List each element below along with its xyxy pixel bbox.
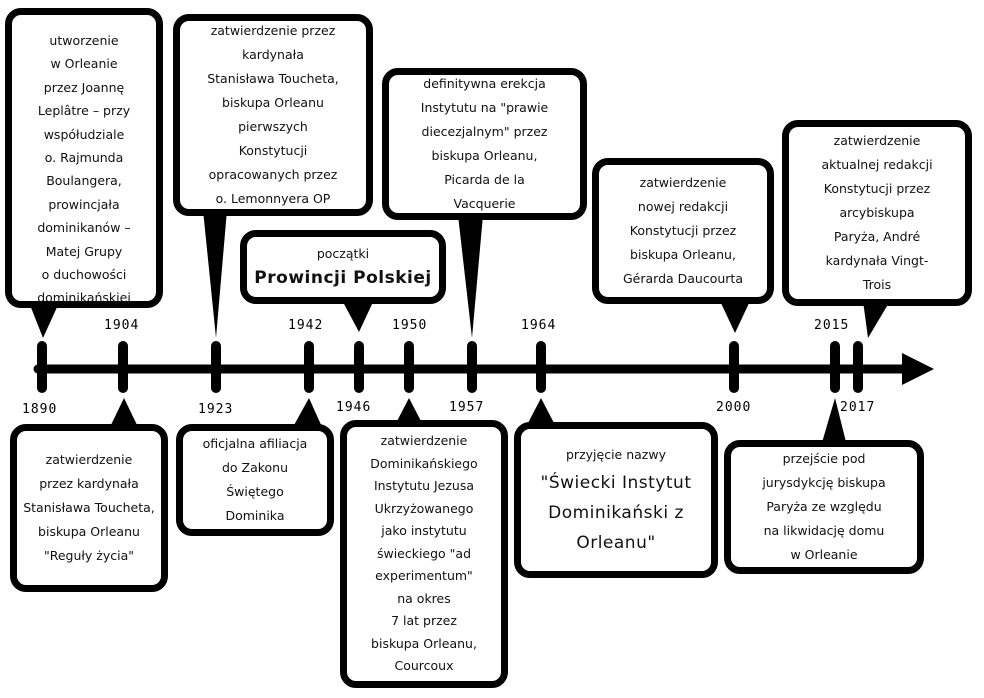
tick-2017: [853, 341, 863, 393]
pointer-1957: [458, 215, 483, 338]
event-box-2015: przejście pod jurysdykcję biskupa Paryża…: [724, 440, 924, 574]
tick-2015: [830, 341, 840, 393]
pointer-2015: [821, 398, 847, 446]
year-label-1964: 1964: [521, 318, 557, 333]
event-1964-subtitle: przyjęcie nazwy: [566, 447, 666, 462]
pointer-1964: [527, 398, 555, 425]
tick-2000: [729, 341, 739, 393]
event-1964-title: "Świecki Instytut Dominikański z Orleanu…: [540, 473, 692, 553]
event-box-1950: zatwierdzenie Dominikańskiego Instytutu …: [340, 420, 508, 688]
pointer-1904: [110, 398, 138, 427]
tick-1957: [467, 341, 477, 393]
pointer-2000: [720, 301, 750, 333]
pointer-2017: [863, 301, 890, 338]
year-label-2015: 2015: [814, 318, 850, 333]
year-label-1950: 1950: [392, 318, 428, 333]
pointer-1946: [343, 302, 373, 332]
event-box-1946: początki Prowincji Polskiej: [240, 230, 446, 304]
tick-1904: [118, 341, 128, 393]
pointer-1890: [30, 305, 58, 338]
year-label-2000: 2000: [716, 400, 752, 415]
event-box-1923: zatwierdzenie przez kardynała Stanisława…: [173, 14, 373, 216]
event-box-1964: przyjęcie nazwy "Świecki Instytut Domini…: [514, 422, 718, 578]
pointer-1923: [203, 210, 227, 338]
timeline-arrowhead: [902, 353, 934, 385]
year-label-1923: 1923: [198, 402, 234, 417]
tick-1890: [37, 341, 47, 393]
year-label-2017: 2017: [840, 400, 876, 415]
year-label-1890: 1890: [22, 402, 58, 417]
tick-1923: [211, 341, 221, 393]
year-label-1946: 1946: [336, 400, 372, 415]
tick-1942: [304, 341, 314, 393]
event-box-1957: definitywna erekcja Instytutu na "prawie…: [382, 68, 587, 220]
event-box-1942: oficjalna afiliacja do Zakonu Świętego D…: [176, 424, 334, 536]
tick-1964: [536, 341, 546, 393]
tick-1950: [404, 341, 414, 393]
timeline-ticks: [37, 341, 863, 393]
event-1946-title: Prowincji Polskiej: [254, 268, 432, 288]
event-box-1890: utworzenie w Orleanie przez Joannę Leplâ…: [5, 8, 163, 308]
tick-1946: [354, 341, 364, 393]
year-label-1957: 1957: [449, 400, 485, 415]
pointer-1950: [395, 398, 423, 425]
year-label-1942: 1942: [288, 318, 324, 333]
pointer-1942: [293, 398, 322, 427]
callout-pointers: [30, 210, 890, 446]
year-label-1904: 1904: [104, 318, 140, 333]
event-box-1904: zatwierdzenie przez kardynała Stanisława…: [10, 424, 168, 592]
event-box-2017: zatwierdzenie aktualnej redakcji Konstyt…: [782, 120, 972, 306]
event-1946-subtitle: początki: [316, 246, 370, 261]
event-box-2000: zatwierdzenie nowej redakcji Konstytucji…: [592, 158, 774, 304]
